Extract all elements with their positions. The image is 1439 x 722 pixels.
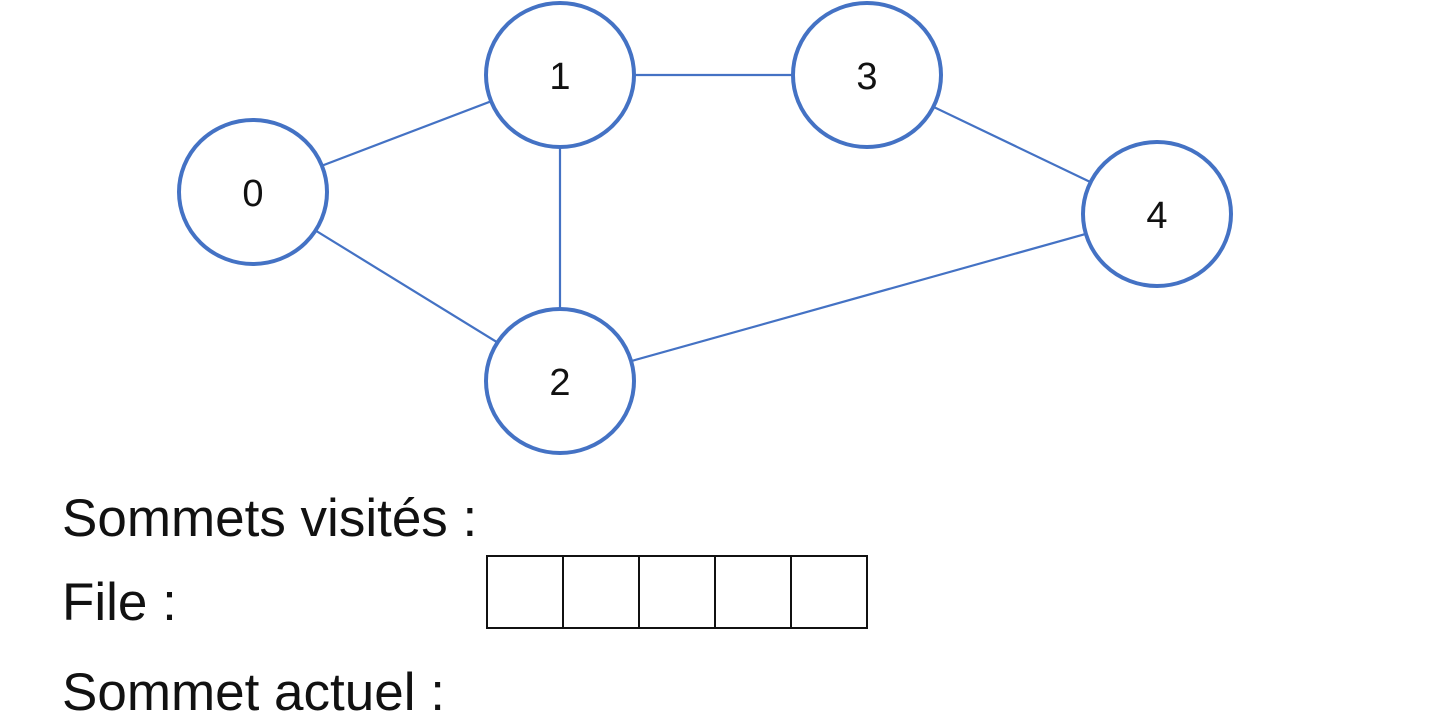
queue-cell bbox=[714, 555, 792, 629]
node-label: 1 bbox=[549, 56, 570, 98]
graph-nodes: 0 1 2 3 4 bbox=[177, 1, 1233, 455]
queue-cell bbox=[790, 555, 868, 629]
queue-cell bbox=[638, 555, 716, 629]
node-1: 1 bbox=[484, 1, 636, 149]
node-circle bbox=[484, 307, 636, 455]
node-0: 0 bbox=[177, 118, 329, 266]
node-circle bbox=[1081, 140, 1233, 288]
queue-label: File : bbox=[62, 573, 177, 632]
node-circle bbox=[177, 118, 329, 266]
node-label: 4 bbox=[1146, 195, 1167, 237]
graph-diagram: 0 1 2 3 4 bbox=[177, 1, 1233, 455]
queue-cell bbox=[562, 555, 640, 629]
graph-edges bbox=[252, 73, 1158, 383]
node-2: 2 bbox=[484, 307, 636, 455]
node-circle bbox=[791, 1, 943, 149]
queue-cell bbox=[486, 555, 564, 629]
visited-vertices-label: Sommets visités : bbox=[62, 489, 478, 548]
node-4: 4 bbox=[1081, 140, 1233, 288]
edge-2-4 bbox=[559, 212, 1158, 383]
queue-boxes bbox=[486, 555, 868, 629]
node-label: 0 bbox=[242, 173, 263, 215]
current-vertex-label: Sommet actuel : bbox=[62, 663, 445, 722]
node-label: 2 bbox=[549, 362, 570, 404]
node-3: 3 bbox=[791, 1, 943, 149]
node-circle bbox=[484, 1, 636, 149]
node-label: 3 bbox=[856, 56, 877, 98]
